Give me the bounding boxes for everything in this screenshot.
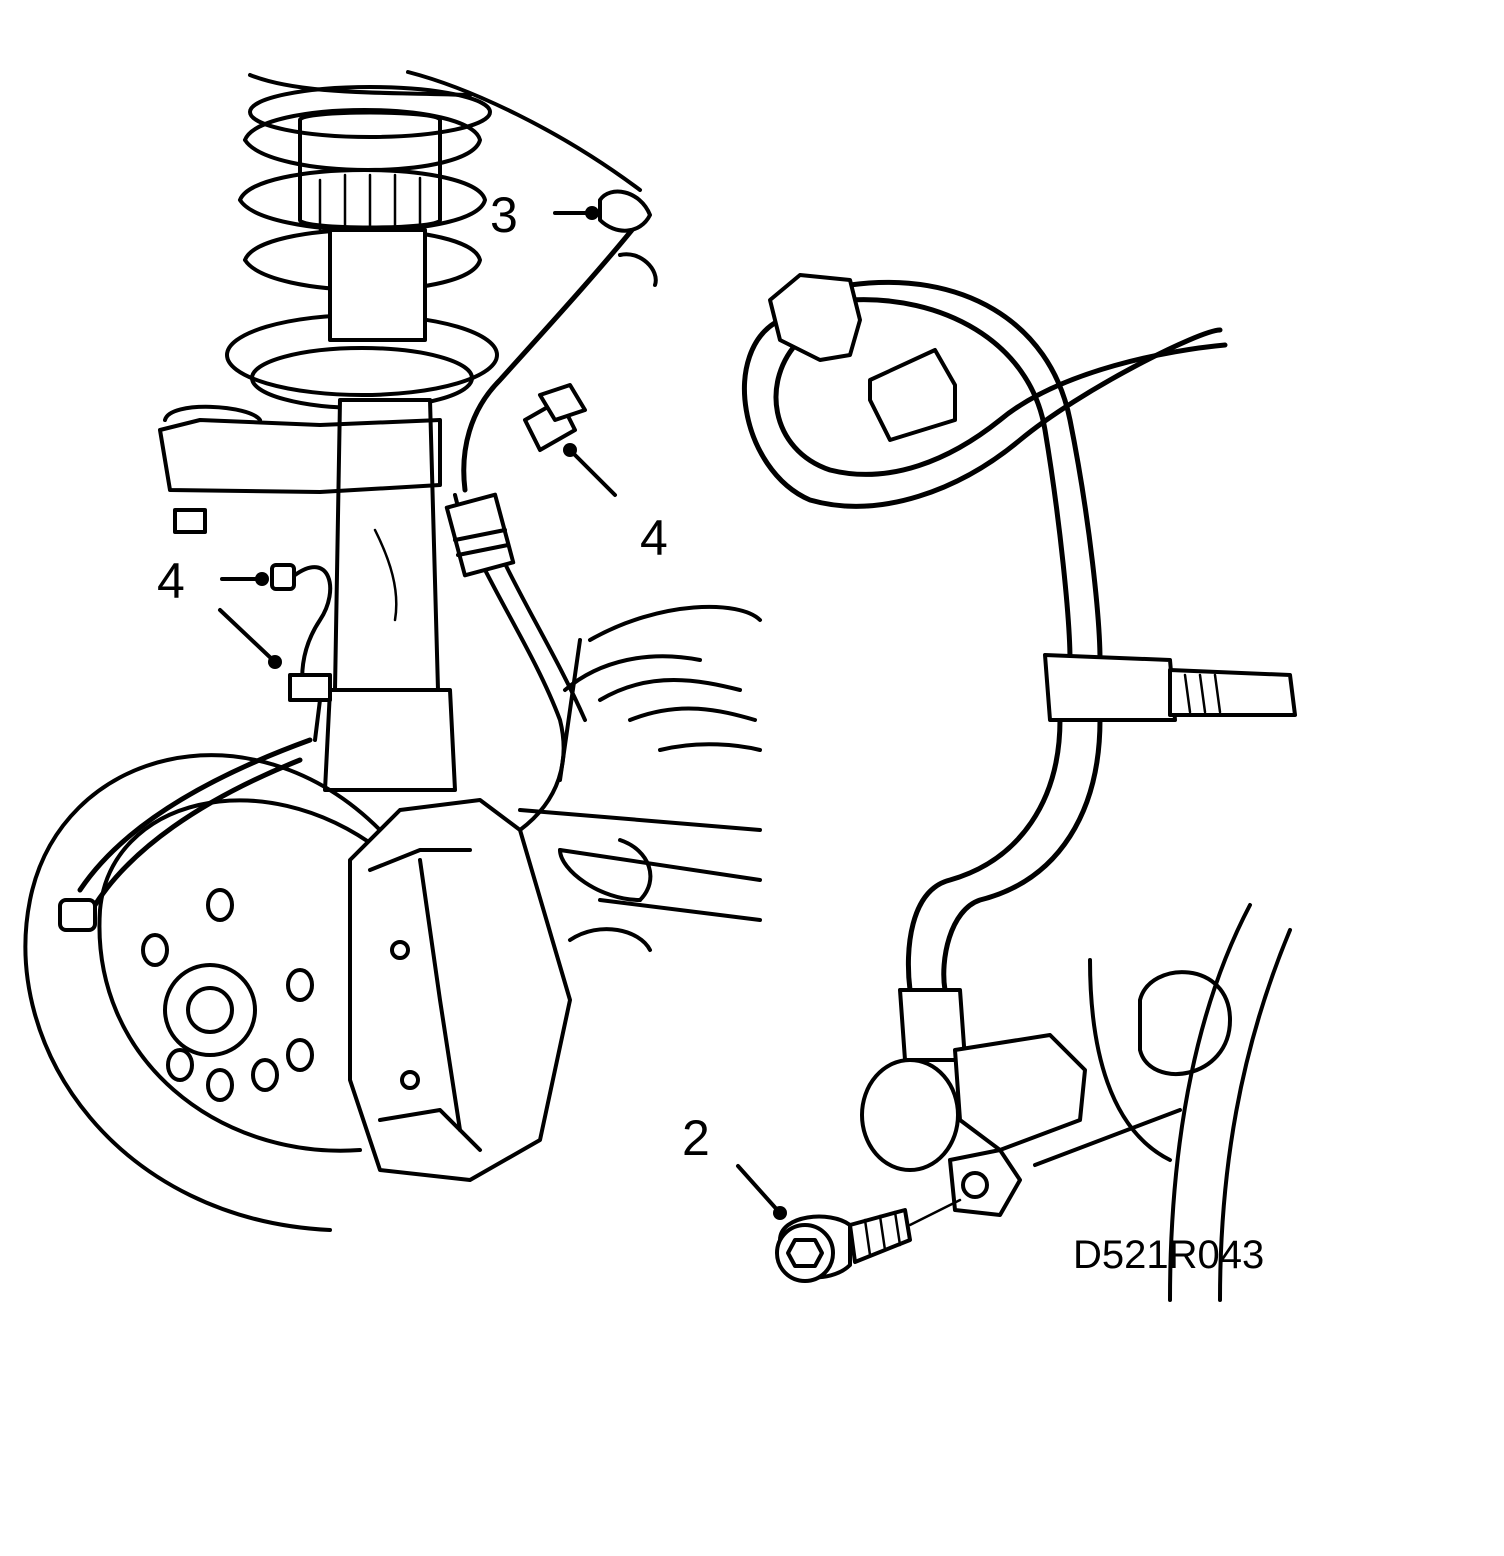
brake-caliper (348, 798, 572, 1182)
lower-arm (518, 808, 762, 952)
callout-3: 3 (490, 187, 518, 243)
spring-seat (225, 228, 499, 410)
brake-hose (444, 217, 643, 832)
coil-spring (238, 70, 642, 292)
leader-lines (218, 206, 787, 1220)
cable-clips (270, 189, 658, 742)
drawing-code: D521R043 (1073, 1233, 1264, 1277)
abs-sensor-cable (741, 273, 1297, 993)
brake-disc (23, 737, 382, 1232)
steering-knuckle (1033, 903, 1292, 1302)
strut-tube (158, 398, 457, 792)
callout-2: 2 (682, 1110, 710, 1166)
steering-boot (558, 604, 762, 782)
callout-labels: 3 4 4 2 (157, 187, 710, 1166)
callout-4-upper: 4 (640, 510, 668, 566)
callout-4-left: 4 (157, 553, 185, 609)
bolt (775, 1198, 962, 1283)
abs-sensor (860, 988, 1087, 1217)
